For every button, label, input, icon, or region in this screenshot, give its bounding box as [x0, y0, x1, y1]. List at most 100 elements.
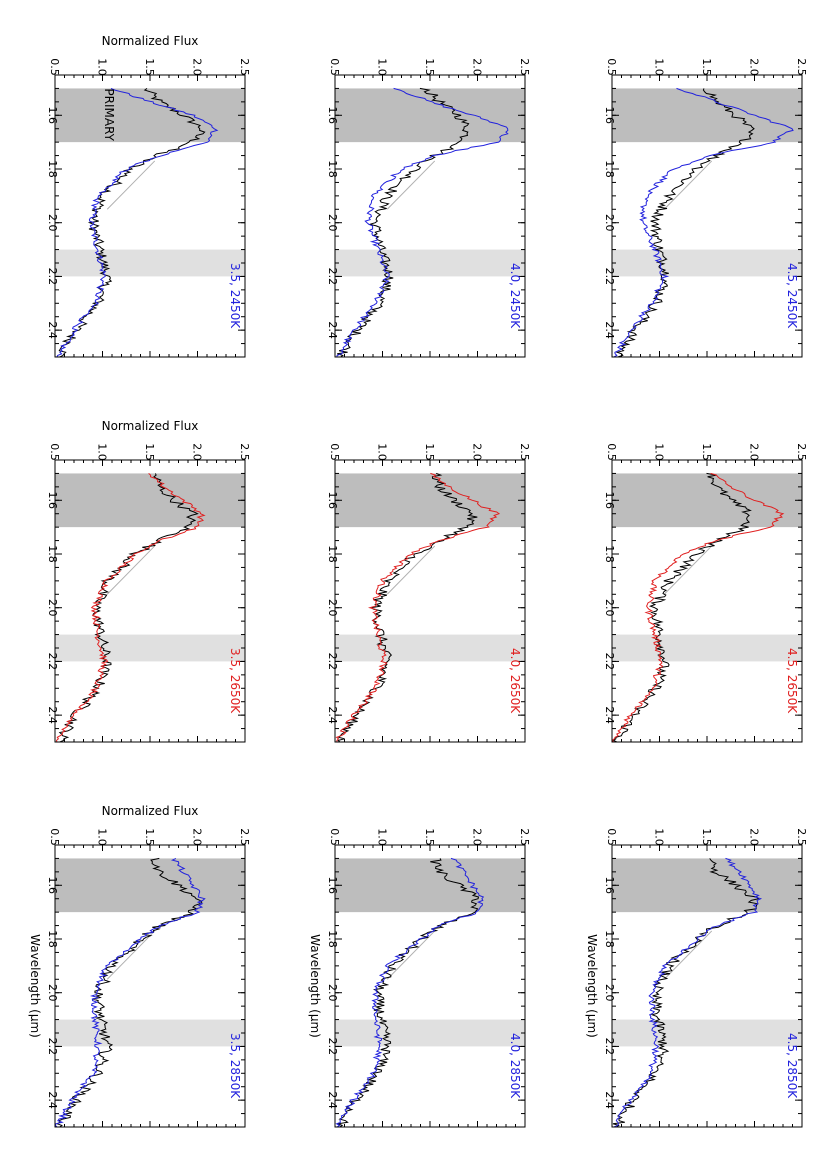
wavelength-tick-label: 2.0	[603, 214, 616, 232]
flux-tick-label: 1.0	[376, 828, 389, 846]
wavelength-tick-label: 1.6	[603, 877, 616, 895]
flux-tick-label: 1.5	[423, 828, 436, 846]
primary-band	[612, 88, 802, 143]
secondary-band	[612, 249, 802, 277]
observed-spectrum	[58, 88, 206, 358]
wavelength-tick-label: 1.6	[326, 492, 339, 510]
flux-tick-label: 0.5	[328, 828, 341, 846]
flux-tick-label: 1.0	[96, 828, 109, 846]
wavelength-tick-label: 1.6	[603, 107, 616, 125]
flux-tick-label: 1.5	[700, 58, 713, 76]
primary-band	[612, 473, 802, 528]
model-spectrum	[54, 857, 206, 1128]
wavelength-tick-label: 2.4	[46, 321, 59, 339]
flux-tick-label: 0.5	[48, 58, 61, 76]
primary-band	[335, 858, 525, 913]
wavelength-tick-label: 1.8	[603, 930, 616, 948]
flux-tick-label: 1.5	[700, 443, 713, 461]
wavelength-tick-label: 2.2	[46, 268, 59, 286]
wavelength-tick-label: 2.4	[326, 321, 339, 339]
secondary-band	[335, 249, 525, 277]
flux-tick-label: 1.5	[423, 443, 436, 461]
observed-spectrum	[337, 87, 470, 358]
wavelength-tick-label: 2.4	[603, 1091, 616, 1109]
wavelength-tick-label: 1.6	[603, 492, 616, 510]
wavelength-tick-label: 2.0	[46, 599, 59, 617]
flux-tick-label: 0.5	[48, 828, 61, 846]
flux-tick-label: 2.0	[191, 828, 204, 846]
panel-label: 4.5, 2650K	[785, 648, 799, 714]
flux-tick-label: 2.0	[191, 58, 204, 76]
flux-tick-label: 0.5	[48, 443, 61, 461]
wavelength-tick-label: 1.8	[603, 160, 616, 178]
panel-label: 3.5, 2650K	[228, 648, 242, 714]
model-spectrum	[613, 87, 794, 358]
flux-tick-label: 1.5	[143, 828, 156, 846]
xlabel: Wavelength (μm)	[585, 934, 599, 1038]
flux-tick-label: 1.0	[376, 58, 389, 76]
wavelength-tick-label: 2.2	[603, 1038, 616, 1056]
wavelength-tick-label: 2.4	[46, 706, 59, 724]
primary-band	[335, 88, 525, 143]
interp-line	[106, 160, 156, 210]
flux-tick-label: 0.5	[605, 443, 618, 461]
primary-band	[55, 88, 245, 143]
wavelength-tick-label: 1.8	[326, 545, 339, 563]
wavelength-tick-label: 2.2	[46, 1038, 59, 1056]
wavelength-tick-label: 2.0	[326, 599, 339, 617]
flux-tick-label: 2.5	[795, 58, 808, 76]
flux-tick-label: 1.5	[423, 58, 436, 76]
flux-tick-label: 1.5	[143, 58, 156, 76]
panel-label: 3.5, 2450K	[228, 263, 242, 329]
wavelength-tick-label: 2.0	[326, 984, 339, 1002]
secondary-band	[55, 1019, 245, 1047]
wavelength-tick-label: 2.2	[46, 653, 59, 671]
model-spectrum	[335, 857, 485, 1128]
wavelength-tick-label: 2.2	[326, 268, 339, 286]
flux-tick-label: 1.0	[653, 443, 666, 461]
wavelength-tick-label: 1.8	[46, 160, 59, 178]
wavelength-tick-label: 2.4	[326, 1091, 339, 1109]
wavelength-tick-label: 2.4	[603, 706, 616, 724]
flux-tick-label: 1.5	[700, 828, 713, 846]
wavelength-tick-label: 2.0	[46, 984, 59, 1002]
ylabel: Normalized Flux	[102, 419, 199, 433]
flux-tick-label: 2.5	[518, 443, 531, 461]
primary-band	[55, 473, 245, 528]
interp-line	[106, 545, 156, 595]
wavelength-tick-label: 2.4	[603, 321, 616, 339]
xlabel: Wavelength (μm)	[28, 934, 42, 1038]
secondary-band	[335, 1019, 525, 1047]
flux-tick-label: 2.5	[238, 443, 251, 461]
flux-tick-label: 0.5	[328, 58, 341, 76]
wavelength-tick-label: 1.6	[46, 107, 59, 125]
model-spectrum	[611, 472, 785, 743]
flux-tick-label: 1.0	[96, 58, 109, 76]
panel-label: 4.0, 2850K	[508, 1033, 522, 1099]
wavelength-tick-label: 1.6	[326, 107, 339, 125]
wavelength-tick-label: 1.8	[326, 160, 339, 178]
observed-spectrum	[615, 88, 755, 358]
ylabel: Normalized Flux	[102, 34, 199, 48]
flux-tick-label: 0.5	[605, 828, 618, 846]
model-spectrum	[613, 857, 763, 1128]
wavelength-tick-label: 1.8	[603, 545, 616, 563]
panel-label: 4.0, 2650K	[508, 648, 522, 714]
observed-spectrum	[58, 473, 199, 743]
flux-tick-label: 2.5	[238, 828, 251, 846]
wavelength-tick-label: 2.2	[326, 653, 339, 671]
flux-tick-label: 1.0	[376, 443, 389, 461]
wavelength-tick-label: 1.8	[46, 930, 59, 948]
interp-line	[386, 160, 436, 210]
xlabel: Wavelength (μm)	[308, 934, 322, 1038]
primary-label: PRIMARY	[102, 88, 116, 141]
flux-tick-label: 2.0	[471, 58, 484, 76]
interp-line	[386, 545, 436, 595]
flux-tick-label: 2.0	[748, 58, 761, 76]
secondary-band	[612, 1019, 802, 1047]
primary-band	[335, 473, 525, 528]
